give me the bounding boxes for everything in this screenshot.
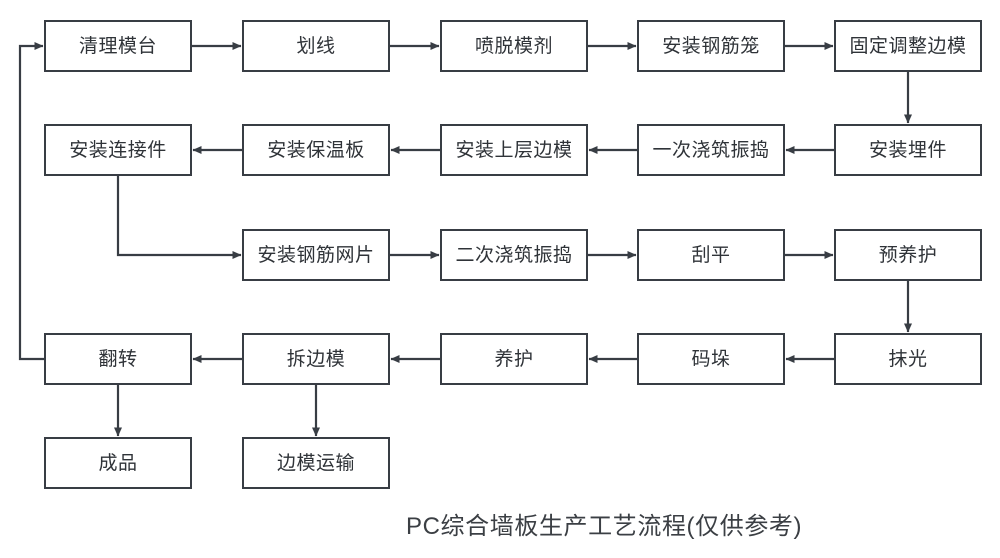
connector-e21 — [18, 42, 44, 361]
process-node-n16[interactable]: 拆边模 — [242, 333, 390, 385]
process-node-label: 安装上层边模 — [455, 139, 573, 161]
process-node-n1[interactable]: 清理模台 — [44, 20, 192, 72]
process-node-n10[interactable]: 安装埋件 — [834, 124, 982, 176]
process-node-n9[interactable]: 一次浇筑振捣 — [637, 124, 785, 176]
process-node-n8[interactable]: 安装上层边模 — [440, 124, 588, 176]
process-node-n19[interactable]: 抹光 — [834, 333, 982, 385]
process-node-label: 安装连接件 — [69, 139, 167, 161]
process-node-n17[interactable]: 养护 — [440, 333, 588, 385]
process-node-label: 翻转 — [98, 348, 138, 370]
process-node-label: 刮平 — [691, 244, 731, 266]
process-node-label: 一次浇筑振捣 — [652, 139, 770, 161]
process-node-label: 喷脱模剂 — [474, 35, 553, 57]
process-node-n11[interactable]: 安装钢筋网片 — [242, 229, 390, 281]
process-node-label: 安装埋件 — [868, 139, 947, 161]
process-node-n5[interactable]: 固定调整边模 — [834, 20, 982, 72]
diagram-caption: PC综合墙板生产工艺流程(仅供参考) — [406, 513, 803, 540]
process-node-label: 码垛 — [691, 348, 731, 370]
process-node-label: 拆边模 — [286, 348, 346, 370]
process-node-n20[interactable]: 成品 — [44, 437, 192, 489]
process-node-label: 边模运输 — [276, 452, 355, 474]
process-node-n4[interactable]: 安装钢筋笼 — [637, 20, 785, 72]
process-node-label: 划线 — [296, 35, 336, 57]
process-node-label: 预养护 — [878, 244, 938, 266]
process-node-n14[interactable]: 预养护 — [834, 229, 982, 281]
process-node-n18[interactable]: 码垛 — [637, 333, 785, 385]
process-node-n2[interactable]: 划线 — [242, 20, 390, 72]
process-node-n6[interactable]: 安装连接件 — [44, 124, 192, 176]
process-node-n13[interactable]: 刮平 — [637, 229, 785, 281]
process-node-n7[interactable]: 安装保温板 — [242, 124, 390, 176]
process-node-label: 二次浇筑振捣 — [455, 244, 573, 266]
process-node-label: 安装钢筋笼 — [662, 35, 760, 57]
process-node-n21[interactable]: 边模运输 — [242, 437, 390, 489]
process-node-n3[interactable]: 喷脱模剂 — [440, 20, 588, 72]
process-node-n15[interactable]: 翻转 — [44, 333, 192, 385]
process-node-label: 安装钢筋网片 — [257, 244, 375, 266]
connector-e10 — [116, 176, 242, 259]
process-node-label: 固定调整边模 — [849, 35, 967, 57]
process-node-n12[interactable]: 二次浇筑振捣 — [440, 229, 588, 281]
process-node-label: 成品 — [98, 452, 138, 474]
process-node-label: 清理模台 — [78, 35, 157, 57]
process-node-label: 养护 — [494, 348, 534, 370]
process-node-label: 安装保温板 — [267, 139, 365, 161]
process-node-label: 抹光 — [888, 348, 928, 370]
